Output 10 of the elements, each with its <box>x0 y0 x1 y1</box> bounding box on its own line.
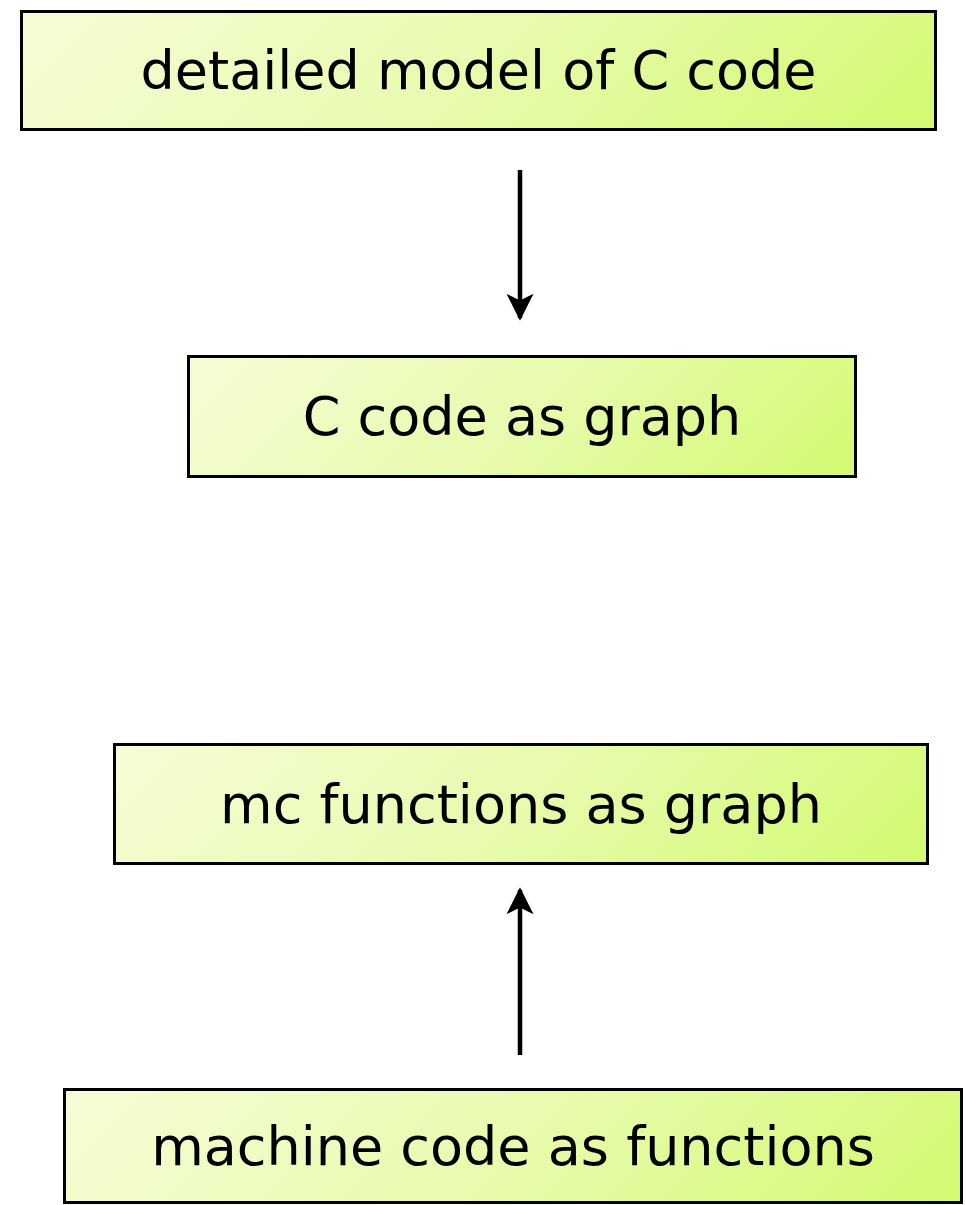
arrow <box>506 887 534 1055</box>
box-label: mc functions as graph <box>220 772 822 836</box>
process-box <box>20 10 937 131</box>
box-label: C code as graph <box>302 385 742 448</box>
process-box <box>187 355 857 478</box>
process-box <box>113 743 929 865</box>
process-box <box>63 1088 963 1204</box>
box-label: machine code as functions <box>151 1114 875 1178</box>
box-label: detailed model of C code <box>140 39 817 102</box>
arrow <box>506 170 534 321</box>
